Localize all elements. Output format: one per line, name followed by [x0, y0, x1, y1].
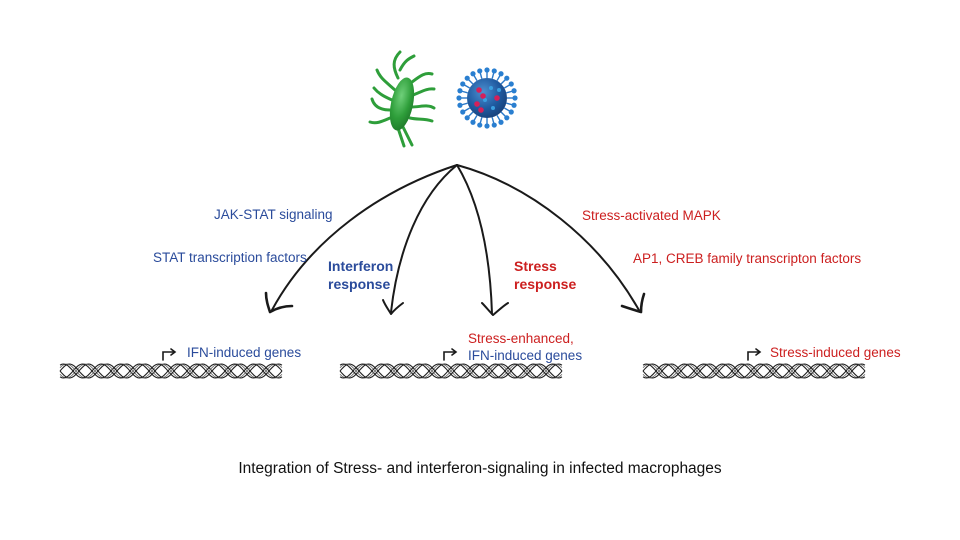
stress-response-label: Stress response — [514, 257, 576, 293]
stress-enhanced-genes-label: Stress-enhanced, IFN-induced genes — [468, 330, 582, 364]
mapk-label: Stress-activated MAPK — [582, 208, 721, 223]
virus-spike-tip — [484, 123, 490, 129]
dna-helix-ifn — [59, 363, 283, 379]
virus-spike-tip — [511, 88, 517, 94]
tss-arrow-icon — [162, 348, 177, 361]
stress-response-line2: response — [514, 276, 577, 292]
virus-spike-tip — [464, 115, 470, 121]
virus-spike-tip — [491, 122, 497, 128]
dna-strand — [642, 363, 866, 379]
ap1-creb-label: AP1, CREB family transcripton factors — [633, 251, 862, 266]
virus-spike-tip — [512, 95, 518, 101]
virus-spike-tip — [477, 122, 483, 128]
arrow-to-ifn-genes — [271, 164, 458, 311]
interferon-response-line2: response — [328, 276, 391, 292]
arrow-to-stress-genes — [456, 164, 641, 313]
dna-helix-stress-induced — [642, 363, 866, 379]
dna-strand — [339, 363, 563, 379]
dna-strand — [59, 363, 283, 379]
dna-strand — [339, 363, 563, 379]
virus-spike-tip — [484, 67, 490, 73]
tss-arrow-icon — [443, 348, 458, 361]
ifn-genes-label: IFN-induced genes — [187, 345, 302, 360]
virus-spike-tip — [460, 81, 466, 87]
arrow-to-interferon-response — [390, 164, 458, 313]
dna-strand — [642, 363, 866, 379]
virus-spike-tip — [511, 102, 517, 108]
virus-protein-dot — [497, 88, 501, 92]
signaling-arrows — [264, 164, 646, 316]
interferon-response-label: Interferon response — [328, 257, 393, 293]
virus-spike-tip — [491, 68, 497, 74]
virus-body — [467, 78, 507, 118]
virus-spike-tip — [477, 68, 483, 74]
virus-spike-tip — [457, 88, 463, 94]
virus-spike-tip — [508, 109, 514, 115]
virus-spike-tip — [504, 115, 510, 121]
stat-tf-label: STAT transcription factors — [153, 250, 307, 265]
jak-stat-label: JAK-STAT signaling — [214, 207, 333, 222]
virus-protein-dot — [491, 106, 495, 110]
virus-spike-tip — [498, 119, 504, 125]
virus-protein-dot — [476, 87, 482, 93]
virus-spike-tip — [470, 119, 476, 125]
interferon-response-line1: Interferon — [328, 258, 394, 274]
virus-protein-dot — [489, 86, 493, 90]
stress-enhanced-line1: Stress-enhanced, — [468, 331, 574, 346]
dna-strand — [59, 363, 283, 379]
bacterium-icon — [368, 50, 436, 148]
figure-caption: Integration of Stress- and interferon-si… — [238, 460, 722, 477]
virus-protein-dot — [478, 107, 484, 113]
dna-strand — [339, 363, 563, 379]
dna-strand — [59, 363, 283, 379]
virus-spike-tip — [457, 102, 463, 108]
virus-spike-tip — [464, 75, 470, 81]
virus-protein-dot — [483, 98, 487, 102]
virus-protein-dot — [474, 101, 480, 107]
stress-response-line1: Stress — [514, 258, 557, 274]
stress-genes-label: Stress-induced genes — [770, 345, 901, 360]
tss-arrow-icon — [747, 348, 762, 361]
virus-spike-tip — [460, 109, 466, 115]
virus-spike-tip — [504, 75, 510, 81]
stress-enhanced-line2: IFN-induced genes — [468, 348, 583, 363]
arrow-to-stress-response — [456, 164, 493, 315]
virus-spike-tip — [470, 71, 476, 77]
virus-protein-dot — [480, 93, 486, 99]
virus-spike-tip — [456, 95, 462, 101]
dna-strand — [642, 363, 866, 379]
dna-helix-stress-enhanced — [339, 363, 563, 379]
virus-icon — [456, 67, 518, 129]
virus-protein-dot — [494, 95, 500, 101]
virus-spike-tip — [498, 71, 504, 77]
virus-spike-tip — [508, 81, 514, 87]
